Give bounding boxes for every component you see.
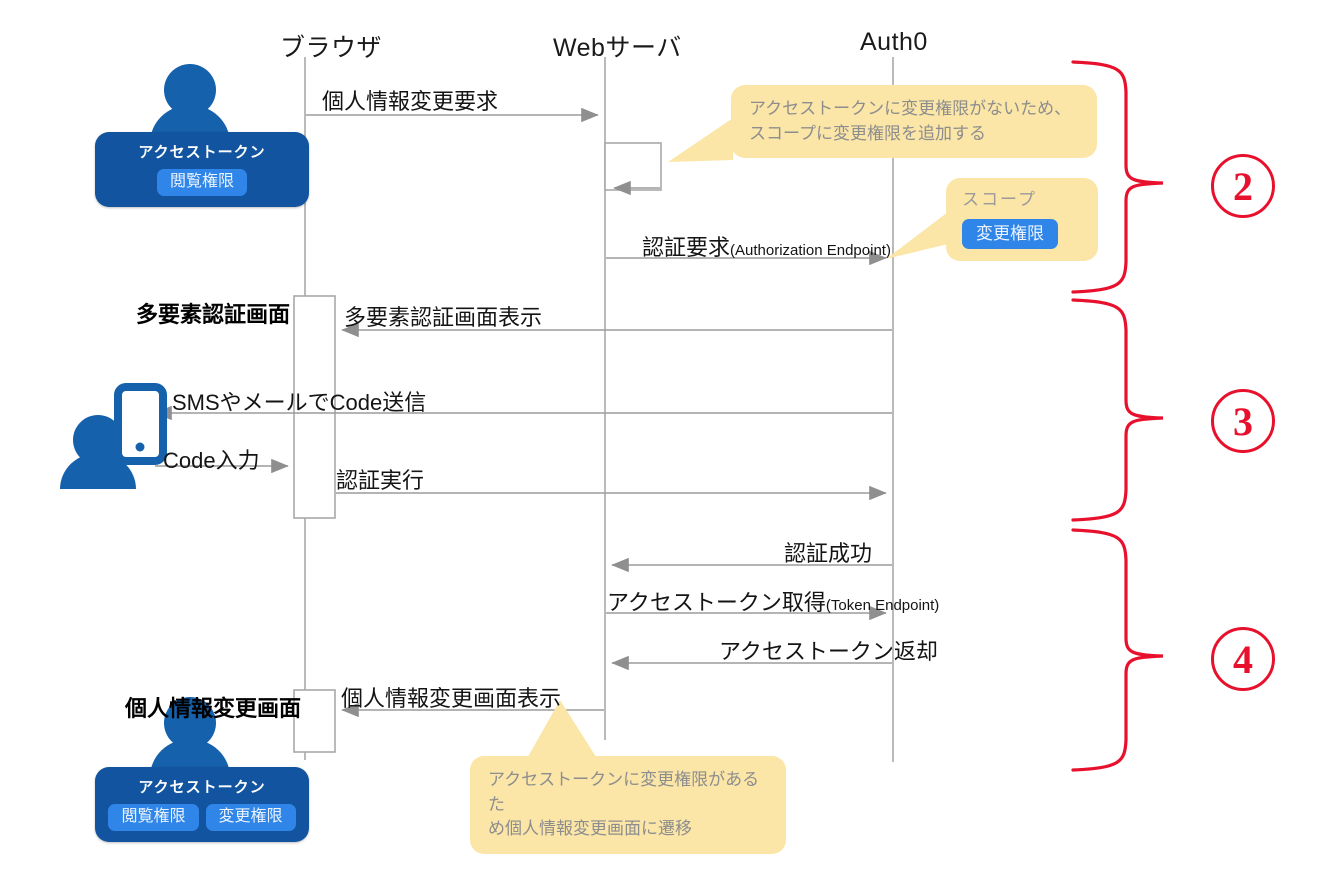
scope-title: スコープ [962,190,1037,209]
callout-line-1: アクセストークンに変更権限がないため、 [749,99,1072,118]
message-label-auth-request: 認証要求(Authorization Endpoint) [642,230,891,262]
message-label-return-access-token: アクセストークン返却 [719,639,938,664]
message-label-get-access-token: アクセストークン取得(Token Endpoint) [607,585,939,617]
callout-line-2: め個人情報変更画面に遷移 [488,819,692,839]
message-label-mfa-screen-display: 多要素認証画面表示 [344,305,543,330]
message-text: 認証要求 [642,235,731,260]
token-title: アクセストークン [138,779,266,796]
activation-boxes [293,142,662,753]
token-chip-read: 閲覧権限 [156,169,247,196]
message-subtext: (Authorization Endpoint) [730,242,891,259]
lifeline-header-auth0: Auth0 [860,28,928,56]
user-with-phone-icon [60,383,167,489]
phase-number-2: 2 [1211,154,1275,218]
screen-label-mfa: 多要素認証画面 [136,302,291,327]
scope-chip-write: 変更権限 [962,218,1058,249]
message-label-code-send: SMSやメールでCode送信 [172,390,427,415]
token-chip-read: 閲覧権限 [108,804,199,831]
message-label-personal-info-change-request: 個人情報変更要求 [322,89,499,114]
lifeline-header-webserver: Webサーバ [553,34,682,62]
phase-brackets [1071,60,1164,772]
message-subtext: (Token Endpoint) [825,597,940,614]
callout-transition: アクセストークンに変更権限があるた め個人情報変更画面に遷移 [470,756,786,854]
callout-scope: スコープ 変更権限 [946,178,1098,261]
access-token-card-bottom: アクセストークン 閲覧権限 変更権限 [95,767,309,842]
access-token-card-top: アクセストークン 閲覧権限 [95,132,309,207]
callout-line-2: スコープに変更権限を追加する [749,123,986,143]
screen-label-profile: 個人情報変更画面 [125,696,302,721]
callout-scope-add: アクセストークンに変更権限がないため、 スコープに変更権限を追加する [731,85,1097,159]
phase-number-3: 3 [1211,389,1275,453]
message-text: アクセストークン取得 [607,590,826,615]
message-label-profile-screen-display: 個人情報変更画面表示 [341,686,562,711]
lifeline-header-browser: ブラウザ [280,34,383,62]
message-label-auth-success: 認証成功 [784,541,873,566]
token-title: アクセストークン [138,144,266,161]
token-chips: 閲覧権限 変更権限 [108,804,296,831]
message-label-auth-execute: 認証実行 [336,468,425,493]
token-chips: 閲覧権限 [156,169,247,196]
phase-number-4: 4 [1211,627,1275,691]
message-label-code-input: Code入力 [163,448,260,473]
token-chip-write: 変更権限 [205,804,296,831]
callout-line-1: アクセストークンに変更権限があるた [488,770,760,814]
